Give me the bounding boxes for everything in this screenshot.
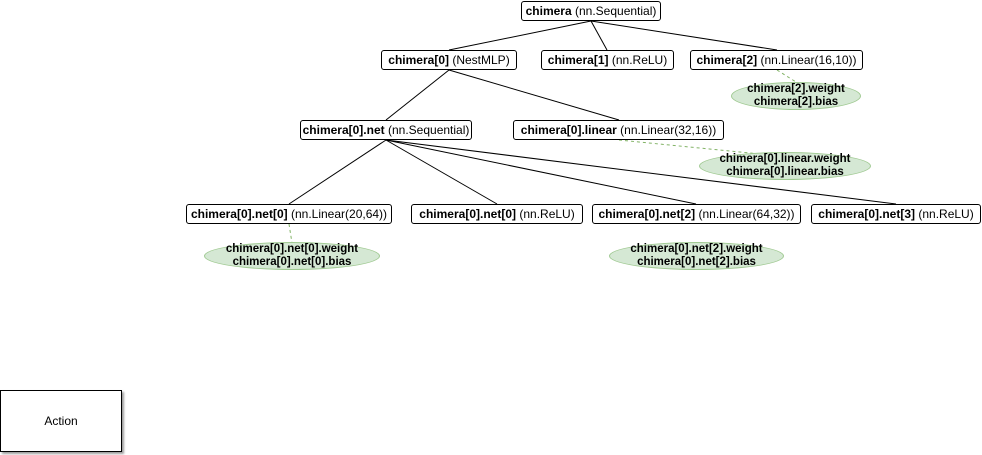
node-chimera-0-linear[interactable]: chimera[0].linear (nn.Linear(32,16)): [513, 120, 724, 140]
edge-c0net-n1: [385, 139, 498, 205]
action-label: Action: [44, 414, 78, 428]
edge-c0net-n2: [385, 139, 697, 205]
node-name: chimera[2]: [696, 53, 758, 67]
node-chimera-0-net-0-relu[interactable]: chimera[0].net[0] (nn.ReLU): [411, 204, 583, 224]
param-chimera-0-linear[interactable]: chimera[0].linear.weight chimera[0].line…: [699, 152, 871, 180]
node-name: chimera[0].net[2]: [598, 207, 696, 221]
node-chimera-0-net[interactable]: chimera[0].net (nn.Sequential): [300, 120, 472, 140]
edge-c0-c0linear: [448, 69, 620, 121]
edge-c0-c0net: [385, 69, 450, 121]
param-bias: chimera[0].linear.bias: [726, 166, 844, 178]
node-type: (nn.ReLU): [519, 207, 575, 221]
node-type: (NestMLP): [452, 53, 510, 67]
node-name: chimera[0].linear: [520, 123, 617, 137]
node-name: chimera: [525, 4, 572, 18]
param-bias: chimera[0].net[2].bias: [637, 256, 756, 268]
node-name: chimera[1]: [547, 53, 609, 67]
node-chimera-0[interactable]: chimera[0] (NestMLP): [381, 50, 517, 70]
param-chimera-0-net-0[interactable]: chimera[0].net[0].weight chimera[0].net[…: [204, 242, 380, 270]
edge-c0net-n0: [288, 139, 387, 205]
param-weight: chimera[0].linear.weight: [719, 153, 851, 165]
node-chimera-0-net-0-linear[interactable]: chimera[0].net[0] (nn.Linear(20,64)): [186, 204, 392, 224]
node-name: chimera[0].net[0]: [419, 207, 516, 221]
param-chimera-0-net-2[interactable]: chimera[0].net[2].weight chimera[0].net[…: [609, 242, 784, 270]
param-bias: chimera[0].net[0].bias: [232, 256, 352, 268]
edge-root-c0: [448, 20, 592, 51]
edge-c0net-n3: [385, 139, 897, 205]
edge-root-c1: [590, 20, 608, 51]
edge-root-c2: [590, 20, 778, 51]
param-weight: chimera[2].weight: [747, 83, 845, 95]
node-type: (nn.Sequential): [574, 4, 657, 18]
node-type: (nn.Linear(32,16)): [620, 123, 717, 137]
param-bias: chimera[2].bias: [753, 96, 839, 108]
node-name: chimera[0]: [388, 53, 449, 67]
node-name: chimera[0].net: [302, 123, 385, 137]
node-type: (nn.Linear(64,32)): [698, 207, 795, 221]
action-button[interactable]: Action: [0, 390, 122, 452]
node-type: (nn.Linear(20,64)): [290, 207, 388, 221]
node-name: chimera[0].net[3]: [818, 207, 915, 221]
node-type: (nn.Linear(16,10)): [760, 53, 857, 67]
param-weight: chimera[0].net[0].weight: [225, 243, 359, 255]
node-name: chimera[0].net[0]: [190, 207, 288, 221]
param-link-c2: [776, 69, 797, 83]
node-chimera-0-net-2[interactable]: chimera[0].net[2] (nn.Linear(64,32)): [592, 204, 801, 224]
node-chimera[interactable]: chimera (nn.Sequential): [521, 1, 661, 21]
node-type: (nn.ReLU): [918, 207, 974, 221]
param-link-c0linear: [618, 139, 791, 158]
node-type: (nn.Sequential): [387, 123, 470, 137]
node-chimera-2[interactable]: chimera[2] (nn.Linear(16,10)): [690, 50, 863, 70]
param-weight: chimera[0].net[2].weight: [630, 243, 763, 255]
param-chimera-2[interactable]: chimera[2].weight chimera[2].bias: [731, 82, 861, 110]
node-chimera-1[interactable]: chimera[1] (nn.ReLU): [541, 50, 674, 70]
param-link-n0: [288, 223, 293, 244]
node-chimera-0-net-3[interactable]: chimera[0].net[3] (nn.ReLU): [811, 204, 981, 224]
node-type: (nn.ReLU): [611, 53, 668, 67]
